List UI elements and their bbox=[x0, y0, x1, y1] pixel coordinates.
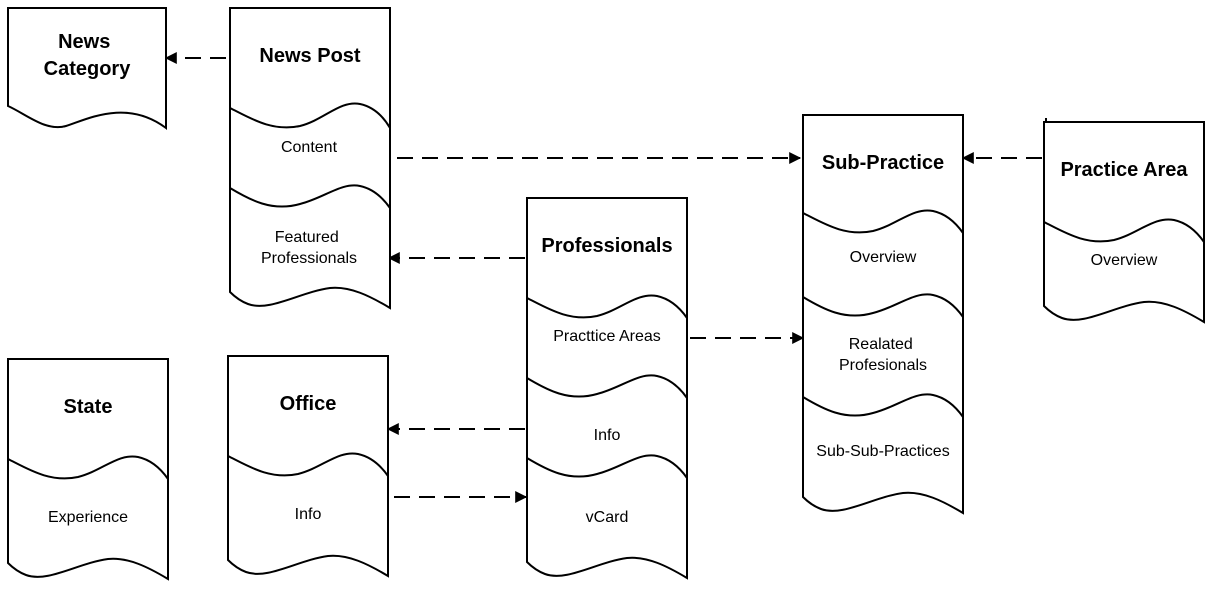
connectors bbox=[164, 52, 1042, 503]
practice-area-divider-1 bbox=[1043, 218, 1205, 243]
state-divider-1 bbox=[7, 455, 169, 480]
practice-area-title: Practice Area bbox=[1060, 159, 1188, 181]
news-post-title: News Post bbox=[259, 45, 360, 67]
state-experience-label: Experience bbox=[48, 509, 128, 526]
sub-practice-divider-3 bbox=[802, 393, 964, 418]
node-sub-practice: Sub-Practice Overview Realated Profesion… bbox=[802, 114, 964, 515]
sub-practice-divider-2 bbox=[802, 293, 964, 318]
practice-area-shape bbox=[1043, 121, 1205, 324]
professionals-vcard-label: vCard bbox=[586, 509, 629, 526]
node-professionals: Professionals Practtice Areas Info vCard bbox=[526, 197, 688, 580]
professionals-divider-2 bbox=[526, 374, 688, 399]
news-post-featured-label: Featured Professionals bbox=[261, 229, 357, 267]
news-post-divider-1 bbox=[229, 102, 391, 129]
office-info-label: Info bbox=[295, 506, 322, 523]
node-state: State Experience bbox=[7, 358, 169, 581]
news-category-title: News Category bbox=[44, 31, 132, 80]
node-office: Office Info bbox=[227, 355, 389, 578]
sub-practice-overview-label: Overview bbox=[850, 249, 917, 266]
sub-practice-divider-1 bbox=[802, 209, 964, 234]
state-shape bbox=[7, 358, 169, 581]
news-post-content-label: Content bbox=[281, 139, 338, 156]
node-practice-area: Practice Area Overview bbox=[1043, 118, 1205, 324]
news-category-shape bbox=[7, 7, 167, 130]
node-news-post: News Post Content Featured Professionals bbox=[229, 7, 391, 310]
office-title: Office bbox=[280, 393, 337, 415]
professionals-divider-3 bbox=[526, 454, 688, 479]
node-news-category: News Category bbox=[7, 7, 167, 130]
sub-practice-related-label: Realated Profesionals bbox=[839, 336, 927, 374]
office-shape bbox=[227, 355, 389, 578]
sub-practice-subsub-label: Sub-Sub-Practices bbox=[816, 443, 949, 460]
office-divider-1 bbox=[227, 452, 389, 477]
practice-area-overview-label: Overview bbox=[1091, 252, 1158, 269]
professionals-info-label: Info bbox=[594, 427, 621, 444]
state-title: State bbox=[64, 396, 113, 418]
news-post-divider-2 bbox=[229, 184, 391, 209]
sub-practice-title: Sub-Practice bbox=[822, 152, 944, 174]
professionals-divider-1 bbox=[526, 294, 688, 319]
professionals-practtice-areas-label: Practtice Areas bbox=[553, 328, 661, 345]
professionals-title: Professionals bbox=[541, 235, 672, 257]
news-post-shape bbox=[229, 7, 391, 310]
professionals-shape bbox=[526, 197, 688, 580]
